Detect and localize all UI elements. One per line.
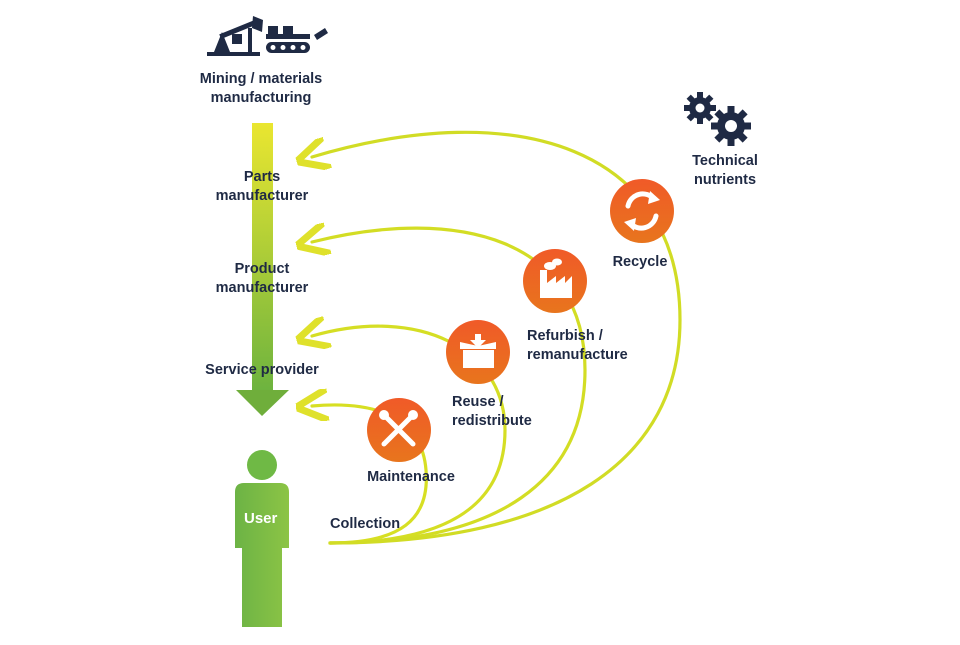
service-provider-label: Service provider [205,362,319,378]
legend-line2: nutrients [693,172,757,188]
reuse-label: Reuse / redistribute [452,393,532,431]
product-manufacturer-label: Product manufacturer [200,260,324,298]
reuse-badge [446,320,510,384]
collection-label: Collection [330,516,401,532]
refurbish-label: Refurbish / remanufacture [527,327,628,365]
mining-label-line1: Mining / materials [199,71,323,87]
main-flow-arrow [236,123,289,416]
parts-label-line1: Parts [243,169,281,185]
user-label: User [244,510,278,527]
user-figure [235,450,289,627]
product-label-line2: manufacturer [215,280,309,296]
factory-icon [540,258,572,298]
recycle-badge [610,179,674,243]
recycle-label: Recycle [612,254,668,270]
gears-icon [684,92,751,146]
pump-jack-icon [207,16,263,56]
product-label-line1: Product [234,261,290,277]
conveyor-icon [266,26,328,53]
parts-label-line2: manufacturer [215,188,309,204]
refurbish-curve [312,228,587,545]
wrench-screwdriver-icon [379,410,418,447]
box-arrow-icon [460,334,496,368]
recycle-curve [312,130,682,545]
legend-line1: Technical [692,153,758,169]
parts-manufacturer-label: Parts manufacturer [200,168,324,206]
maintenance-badge [367,398,431,462]
maintenance-label: Maintenance [367,469,455,485]
reuse-label-line1: Reuse / [452,394,504,410]
mining-label: Mining / materials manufacturing [186,70,336,108]
refurbish-label-line2: remanufacture [527,347,628,363]
refurbish-label-line1: Refurbish / [527,328,603,344]
maintenance-curve [312,405,428,545]
reuse-curve [312,326,507,545]
loop-curves [312,130,682,545]
reuse-label-line2: redistribute [452,413,532,429]
technical-nutrients-label: Technical nutrients [680,152,770,190]
refurbish-badge [523,249,587,313]
mining-label-line2: manufacturing [210,90,312,106]
